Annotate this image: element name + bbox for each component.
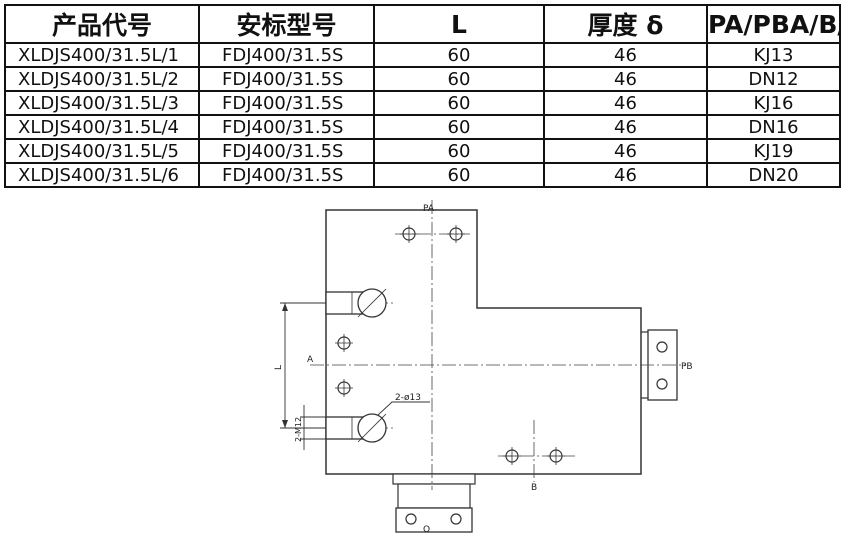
label-o: O <box>423 525 430 535</box>
port-o-flange <box>395 507 473 533</box>
l-cell: 60 <box>373 162 545 188</box>
o-bolt-hole <box>405 513 417 525</box>
header-safety-model: 安标型号 <box>198 4 375 44</box>
header-thickness: 厚度 δ <box>543 4 708 44</box>
label-m12: 2-M12 <box>294 417 303 442</box>
table-row: XLDJS400/31.5L/1 FDJ400/31.5S 60 46 KJ13 <box>4 42 841 68</box>
thickness-cell: 46 <box>543 162 708 188</box>
product-code-cell: XLDJS400/31.5L/6 <box>4 162 200 188</box>
table-row: XLDJS400/31.5L/3 FDJ400/31.5S 60 46 KJ16 <box>4 90 841 116</box>
table-row: XLDJS400/31.5L/2 FDJ400/31.5S 60 46 DN12 <box>4 66 841 92</box>
port-o-neck <box>392 473 476 485</box>
safety-model-cell: FDJ400/31.5S <box>198 66 375 92</box>
header-l: L <box>373 4 545 44</box>
l-cell: 60 <box>373 90 545 116</box>
port-size-cell: DN16 <box>706 114 841 140</box>
table-row: XLDJS400/31.5L/6 FDJ400/31.5S 60 46 DN20 <box>4 162 841 188</box>
pb-bolt-hole <box>656 378 668 390</box>
thickness-cell: 46 <box>543 42 708 68</box>
product-code-cell: XLDJS400/31.5L/2 <box>4 66 200 92</box>
label-b: B <box>531 483 537 493</box>
thickness-cell: 46 <box>543 114 708 140</box>
l-cell: 60 <box>373 42 545 68</box>
dimension-lines <box>280 302 430 450</box>
product-code-cell: XLDJS400/31.5L/5 <box>4 138 200 164</box>
thickness-cell: 46 <box>543 138 708 164</box>
port-size-cell: KJ16 <box>706 90 841 116</box>
thickness-cell: 46 <box>543 66 708 92</box>
port-o-body <box>397 483 471 509</box>
label-l-dim: L <box>274 365 284 370</box>
safety-model-cell: FDJ400/31.5S <box>198 162 375 188</box>
spec-table: 产品代号 安标型号 L 厚度 δ PA/PBA/B/O XLDJS400/31.… <box>4 4 841 188</box>
pb-bolt-hole <box>656 341 668 353</box>
header-port-size: PA/PBA/B/O <box>706 4 841 44</box>
header-product-code: 产品代号 <box>4 4 200 44</box>
l-cell: 60 <box>373 66 545 92</box>
label-hole-dim: 2-ø13 <box>395 393 421 403</box>
safety-model-cell: FDJ400/31.5S <box>198 90 375 116</box>
product-code-cell: XLDJS400/31.5L/1 <box>4 42 200 68</box>
block-body-outline <box>325 209 642 475</box>
safety-model-cell: FDJ400/31.5S <box>198 114 375 140</box>
l-cell: 60 <box>373 114 545 140</box>
port-size-cell: KJ19 <box>706 138 841 164</box>
o-bolt-hole <box>450 513 462 525</box>
safety-model-cell: FDJ400/31.5S <box>198 138 375 164</box>
label-a: A <box>307 355 314 365</box>
table-row: XLDJS400/31.5L/5 FDJ400/31.5S 60 46 KJ19 <box>4 138 841 164</box>
header-row: 产品代号 安标型号 L 厚度 δ PA/PBA/B/O <box>4 4 841 44</box>
port-size-cell: DN12 <box>706 66 841 92</box>
port-size-cell: KJ13 <box>706 42 841 68</box>
label-pa: PA <box>423 204 435 214</box>
port-size-cell: DN20 <box>706 162 841 188</box>
product-code-cell: XLDJS400/31.5L/3 <box>4 90 200 116</box>
product-code-cell: XLDJS400/31.5L/4 <box>4 114 200 140</box>
label-pb: PB <box>681 362 693 372</box>
safety-model-cell: FDJ400/31.5S <box>198 42 375 68</box>
thickness-cell: 46 <box>543 90 708 116</box>
table-row: XLDJS400/31.5L/4 FDJ400/31.5S 60 46 DN16 <box>4 114 841 140</box>
l-cell: 60 <box>373 138 545 164</box>
